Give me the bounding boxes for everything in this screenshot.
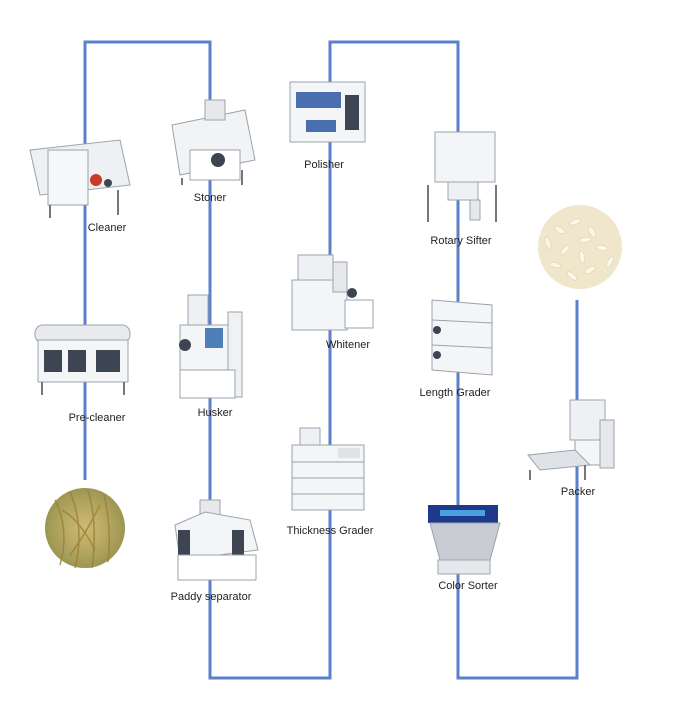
pre-cleaner-machine-icon — [34, 324, 131, 395]
label-paddy-separator: Paddy separator — [170, 591, 252, 603]
label-husker: Husker — [197, 407, 233, 419]
polisher-machine-icon — [289, 81, 366, 143]
label-rotary-sifter: Rotary Sifter — [430, 235, 492, 247]
thickness-grader-machine-icon — [291, 427, 365, 511]
label-packer: Packer — [560, 486, 596, 498]
whitener-machine-icon — [291, 254, 374, 331]
white-rice-photo-icon — [538, 205, 622, 289]
label-stoner: Stoner — [193, 192, 227, 204]
rotary-sifter-machine-icon — [427, 131, 497, 222]
label-length-grader: Length Grader — [419, 387, 491, 399]
label-pre-cleaner: Pre-cleaner — [68, 412, 126, 424]
packer-machine-icon — [527, 399, 615, 480]
length-grader-machine-icon — [431, 299, 493, 376]
cleaner-machine-icon — [29, 139, 131, 218]
flow-connector-line — [83, 40, 579, 680]
label-cleaner: Cleaner — [87, 222, 127, 234]
label-whitener: Whitener — [325, 339, 371, 351]
label-polisher: Polisher — [304, 159, 344, 171]
stoner-machine-icon — [171, 99, 256, 185]
husker-machine-icon — [179, 294, 243, 399]
label-thickness-grader: Thickness Grader — [286, 525, 374, 537]
label-color-sorter: Color Sorter — [438, 580, 498, 592]
paddy-separator-machine-icon — [174, 499, 259, 581]
paddy-rice-photo-icon — [45, 488, 125, 569]
color-sorter-machine-icon — [428, 505, 501, 575]
